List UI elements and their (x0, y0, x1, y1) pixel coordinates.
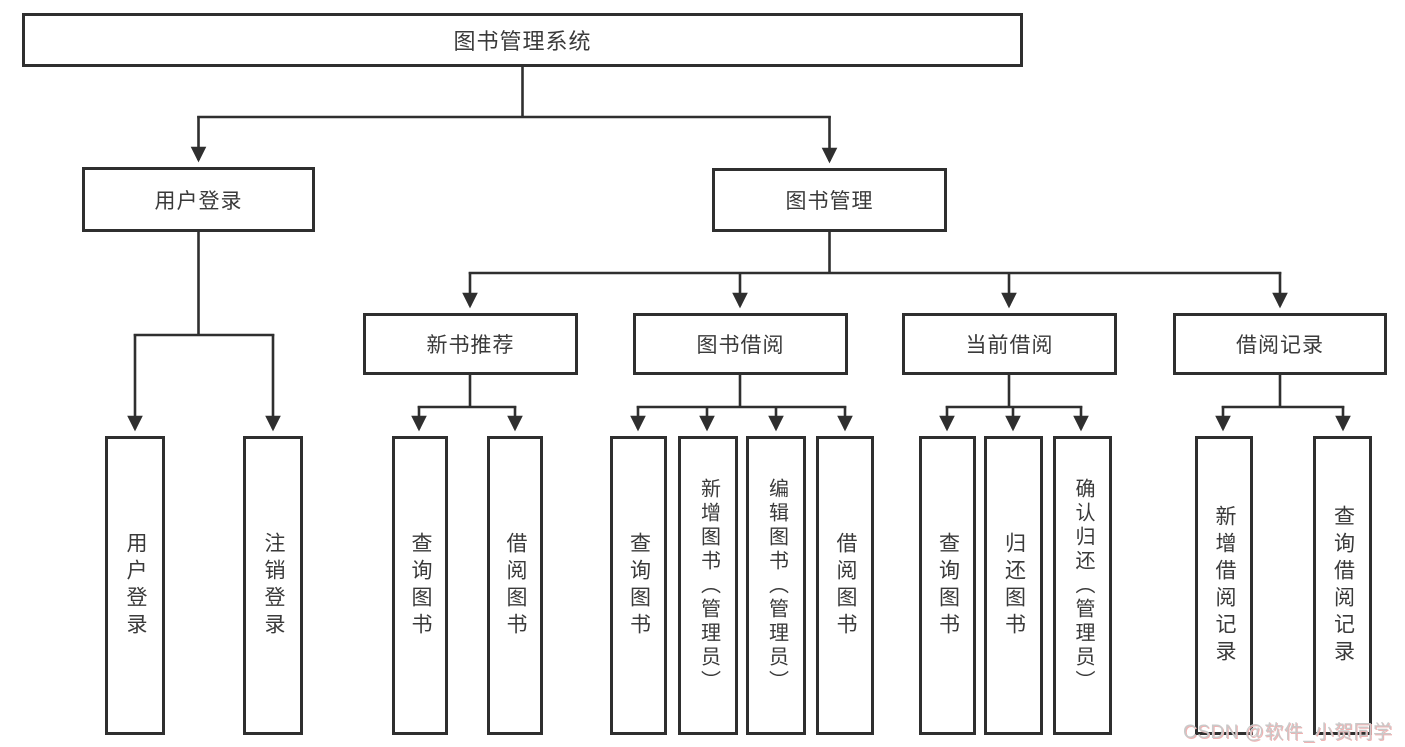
leaf-label: 查询借阅记录 (1331, 504, 1355, 667)
node-user-login: 用户登录 (82, 167, 315, 232)
node-new-book-recommend: 新书推荐 (363, 313, 578, 375)
node-library-management-system: 图书管理系统 (22, 13, 1023, 67)
leaf-add-book-admin: 新增图书（管理员） (678, 436, 738, 735)
leaf-label: 确认归还（管理员） (1072, 477, 1094, 694)
node-current-borrow: 当前借阅 (902, 313, 1117, 375)
leaf-query-borrow-record: 查询借阅记录 (1313, 436, 1372, 735)
leaf-label: 归还图书 (1002, 531, 1026, 640)
leaf-label: 借阅图书 (834, 531, 858, 640)
leaf-user-login: 用户登录 (105, 436, 165, 735)
leaf-add-borrow-record: 新增借阅记录 (1195, 436, 1253, 735)
leaf-query-books-recommend: 查询图书 (392, 436, 448, 735)
leaf-borrow-books-recommend: 借阅图书 (487, 436, 543, 735)
leaf-confirm-return-admin: 确认归还（管理员） (1053, 436, 1112, 735)
leaf-query-books-current: 查询图书 (919, 436, 976, 735)
leaf-label: 用户登录 (124, 531, 148, 640)
node-book-borrow: 图书借阅 (633, 313, 848, 375)
leaf-return-book: 归还图书 (984, 436, 1043, 735)
leaf-query-books-borrow: 查询图书 (610, 436, 667, 735)
leaf-logout: 注销登录 (243, 436, 303, 735)
leaf-edit-book-admin: 编辑图书（管理员） (746, 436, 806, 735)
leaf-label: 新增借阅记录 (1213, 504, 1237, 667)
leaf-label: 查询图书 (409, 531, 433, 640)
leaf-label: 注销登录 (262, 531, 286, 640)
leaf-label: 查询图书 (627, 531, 651, 640)
node-borrow-records: 借阅记录 (1173, 313, 1387, 375)
node-book-management: 图书管理 (712, 168, 947, 232)
leaf-label: 借阅图书 (504, 531, 528, 640)
leaf-borrow-books: 借阅图书 (816, 436, 874, 735)
csdn-watermark: CSDN @软件_小贺同学 (1183, 722, 1393, 743)
leaf-label: 查询图书 (936, 531, 960, 640)
leaf-label: 编辑图书（管理员） (765, 477, 788, 694)
leaf-label: 新增图书（管理员） (697, 477, 720, 694)
